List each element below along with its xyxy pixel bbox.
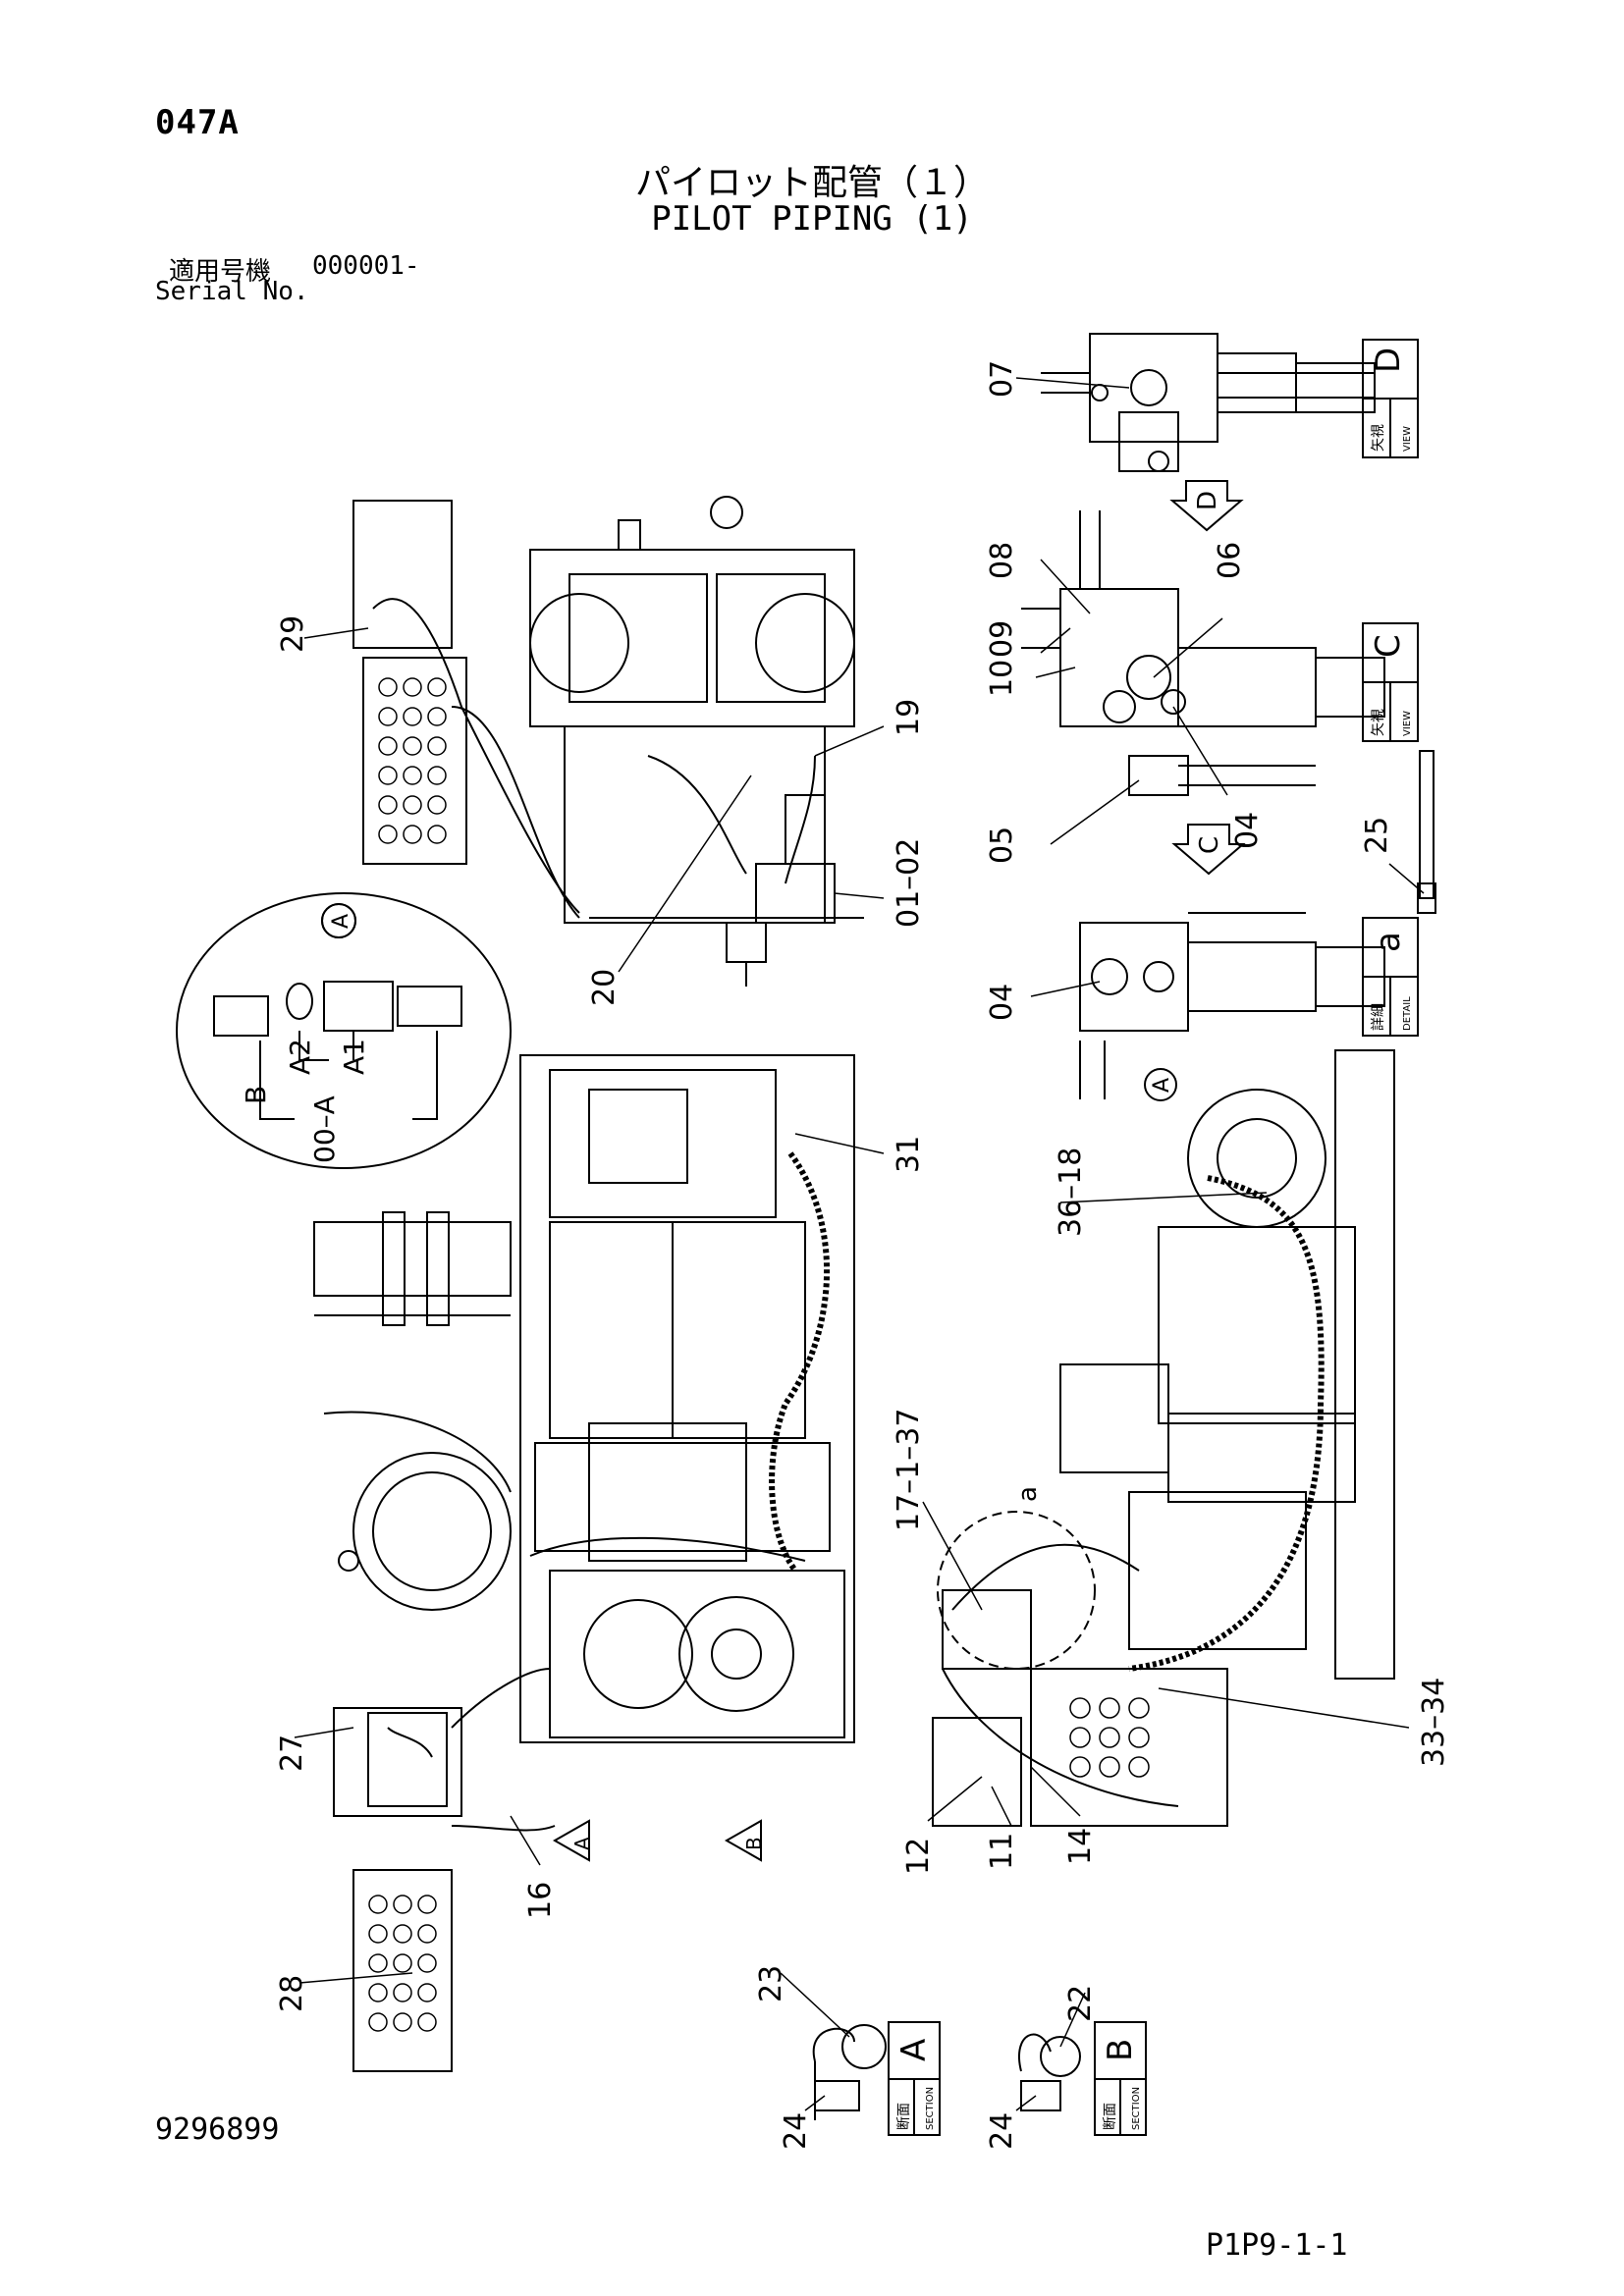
callout-23: 23: [754, 1965, 788, 2002]
left-frame-fragment: [313, 1211, 512, 1611]
section-a-en: SECTION: [925, 2087, 936, 2130]
callout-29: 29: [276, 615, 310, 653]
callout-36-18: 36–18: [1054, 1148, 1088, 1237]
main-machine-frame: [519, 1054, 855, 1743]
callout-04-view-c: 04: [1230, 812, 1265, 849]
callout-20: 20: [587, 969, 622, 1006]
view-d-arrow: [1169, 480, 1244, 532]
filter-label-a2: A2: [284, 1039, 316, 1075]
callout-05: 05: [985, 827, 1019, 864]
callout-24-section-b: 24: [985, 2112, 1019, 2150]
callout-08: 08: [985, 542, 1019, 579]
view-d-en: VIEW: [1402, 426, 1413, 452]
serial-label-japanese: 適用号機: [169, 257, 272, 287]
view-c-label-box: [1362, 622, 1419, 742]
view-d-valve-assembly: [1041, 333, 1376, 472]
callout-28: 28: [275, 1975, 309, 2012]
section-a-label-box: [888, 2021, 941, 2136]
view-box-labels: D 矢視 VIEW C 矢視 VIEW a 詳細 DETAIL A 断面 SEC…: [894, 347, 1413, 2130]
title-japanese: パイロット配管（１）: [634, 163, 989, 203]
callout-09: 09: [985, 620, 1019, 658]
pump-unit-top: [529, 496, 864, 987]
detail-a-valve-assembly: [1079, 912, 1385, 1099]
callout-19: 19: [892, 699, 926, 736]
section-a-jp: 断面: [896, 2103, 912, 2130]
control-valve-27: [333, 1668, 556, 1832]
callout-07: 07: [985, 360, 1019, 398]
detail-a-en: DETAIL: [1402, 996, 1413, 1031]
view-d-letter: D: [1369, 347, 1408, 373]
filter-label-a1: A1: [338, 1039, 370, 1075]
control-valve-29: [352, 500, 580, 919]
callout-31: 31: [892, 1136, 926, 1173]
view-d-label-box: [1362, 339, 1419, 458]
control-valve-28: [352, 1869, 453, 2072]
serial-value: 000001-: [312, 251, 420, 281]
detail-a-label-box: [1362, 917, 1419, 1037]
circle-a-detail-letter: A: [1150, 1078, 1174, 1093]
view-c-jp: 矢視: [1371, 709, 1386, 736]
callout-01-02: 01–02: [892, 838, 926, 928]
callout-14: 14: [1063, 1828, 1098, 1865]
section-b-letter: B: [1101, 2039, 1140, 2061]
callout-12: 12: [901, 1838, 936, 1875]
view-c-arrow: [1171, 824, 1246, 876]
filter-detail-a: [176, 892, 512, 1169]
filter-detail-labels: B A2 A1 00–A: [240, 1039, 370, 1163]
section-a-letter: A: [894, 2039, 934, 2061]
arrow-c-letter: C: [1195, 836, 1224, 854]
detail-a-jp: 詳細: [1371, 1003, 1386, 1031]
section-b-en: SECTION: [1131, 2087, 1142, 2130]
marker-circle-a-detail: [1144, 1068, 1177, 1101]
section-view-a: [812, 2024, 887, 2120]
page-code: 047A: [155, 103, 240, 142]
callout-06: 06: [1213, 542, 1247, 579]
callout-25: 25: [1360, 817, 1394, 854]
callout-27: 27: [275, 1735, 309, 1772]
section-arrow-a: [552, 1819, 590, 1862]
filter-label-b: B: [240, 1086, 272, 1104]
view-d-jp: 矢視: [1371, 424, 1386, 452]
arrow-d-letter: D: [1193, 491, 1222, 510]
marker-circle-a-top: [321, 903, 356, 938]
marker-letters: D C A A A B a: [329, 491, 1224, 1850]
callout-24-section-a: 24: [779, 2112, 813, 2150]
section-b-label-box: [1094, 2021, 1147, 2136]
view-c-valve-assembly: [1021, 510, 1385, 796]
title-english: PILOT PIPING (1): [651, 199, 973, 239]
section-view-b: [1018, 2033, 1081, 2111]
view-c-en: VIEW: [1402, 711, 1413, 736]
callout-17-1-37: 17–1–37: [892, 1409, 926, 1531]
detail-a-letter: a: [1369, 932, 1408, 952]
right-machine-assembly: [932, 1049, 1395, 1827]
callout-04-detail: 04: [985, 984, 1019, 1021]
cable-tie: [1417, 750, 1436, 914]
document-number: 9296899: [155, 2112, 280, 2147]
detail-a-lower-letter: a: [1013, 1486, 1043, 1502]
circle-a-top-letter: A: [329, 914, 353, 929]
section-arrow-b-letter: B: [742, 1837, 766, 1850]
section-b-jp: 断面: [1103, 2103, 1118, 2130]
view-c-letter: C: [1369, 634, 1408, 658]
section-arrow-b: [724, 1819, 762, 1862]
callout-10: 10: [985, 660, 1019, 697]
callout-22: 22: [1063, 1985, 1098, 2022]
page-reference: P1P9-1-1: [1206, 2228, 1348, 2263]
leader-lines: [294, 377, 1425, 2111]
filter-label-00-a: 00–A: [308, 1095, 341, 1163]
callout-labels: 07 08 09 10 06 05 04 04 29 19 20 01–02 2…: [275, 360, 1451, 2150]
serial-label-english: Serial No.: [155, 277, 309, 306]
callout-11: 11: [985, 1833, 1019, 1870]
callout-33-34: 33–34: [1417, 1678, 1451, 1767]
callout-16: 16: [523, 1882, 558, 1919]
section-arrow-a-letter: A: [570, 1837, 594, 1850]
